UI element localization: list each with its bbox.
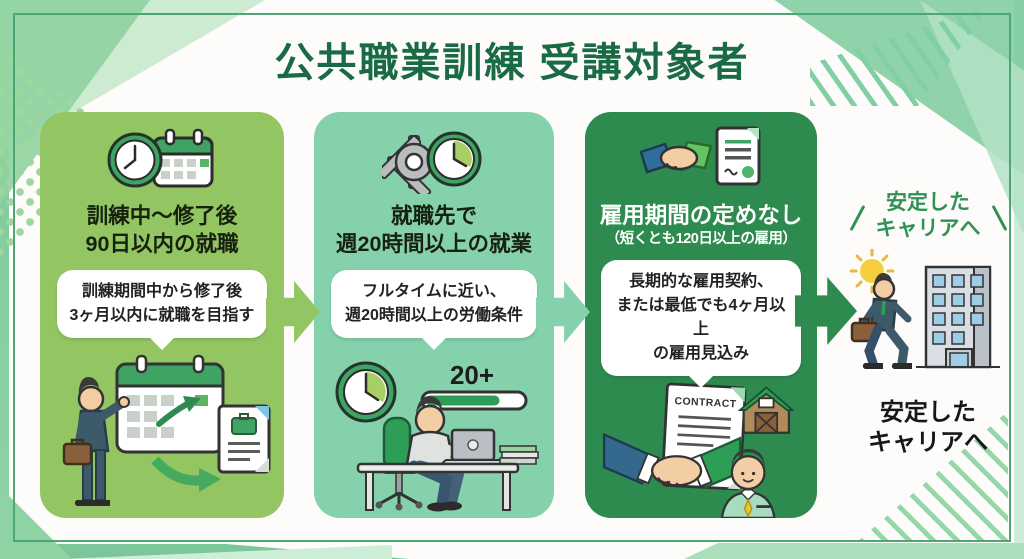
clock-calendar-icon (106, 126, 218, 194)
calendar-graphic (115, 354, 225, 454)
step-panel-employment-term: 雇用期間の定めなし （短くとも120日以上の雇用） 長期的な雇用契約、 または最… (585, 112, 817, 518)
handshake-document-icon (639, 126, 763, 192)
contract-mini-doc (715, 126, 761, 186)
corner-decoration-bottom-left (0, 544, 410, 559)
panel3-title: 雇用期間の定めなし （短くとも120日以上の雇用） (599, 203, 803, 248)
employee-graphic (720, 449, 776, 518)
outcome-illustration (849, 248, 1000, 369)
building-graphic (916, 265, 1000, 368)
progress-bar (420, 390, 528, 411)
corner-decoration-bottom-left (62, 545, 392, 559)
step-panel-weekly-hours: 就職先で 週20時間以上の就業 フルタイムに近い、 週20時間以上の労働条件 2… (314, 112, 554, 518)
panel1-title: 訓練中〜修了後 90日以内の就職 (85, 204, 239, 256)
walking-person-graphic (850, 272, 912, 369)
handshake-shape (639, 140, 713, 174)
outcome-label-black: 安定した キャリアへ (868, 398, 988, 457)
handshake-graphic (602, 432, 741, 489)
briefcase-icon (62, 438, 93, 466)
panel2-title: 就職先で 週20時間以上の就業 (336, 204, 532, 256)
panel3-note-bubble: 長期的な雇用契約、 または最低でも4ヶ月以上 の雇用見込み (601, 260, 801, 377)
books-graphic (499, 445, 539, 465)
step-panel-training-period: 訓練中〜修了後 90日以内の就職 訓練期間中から修了後 3ヶ月以内に就職を目指す (40, 112, 284, 518)
svg-text:CONTRACT: CONTRACT (674, 396, 737, 410)
panel3-illustration: CONTRACT (602, 382, 795, 518)
person-graphic (62, 376, 130, 506)
page-title: 公共職業訓練 受講対象者 (274, 41, 750, 85)
outcome-section: 安定した キャリアへ (845, 190, 1011, 459)
wall-clock-graphic (335, 361, 397, 423)
gear-clock-icon (382, 126, 486, 194)
panel2-illustration: 20+ (335, 360, 539, 512)
outcome-label-green: 安定した キャリアへ (860, 190, 997, 243)
worker-graphic (405, 395, 465, 512)
document-graphic (217, 404, 271, 474)
panel1-illustration (62, 354, 271, 506)
desk-graphic (356, 462, 520, 511)
panel1-note-bubble: 訓練期間中から修了後 3ヶ月以内に就職を目指す (57, 269, 267, 338)
panel2-note-bubble: フルタイムに近い、 週20時間以上の労働条件 (330, 269, 538, 338)
svg-text:20+: 20+ (450, 360, 494, 390)
corner-decoration-bottom-right (684, 543, 1024, 559)
barn-graphic (737, 386, 795, 434)
